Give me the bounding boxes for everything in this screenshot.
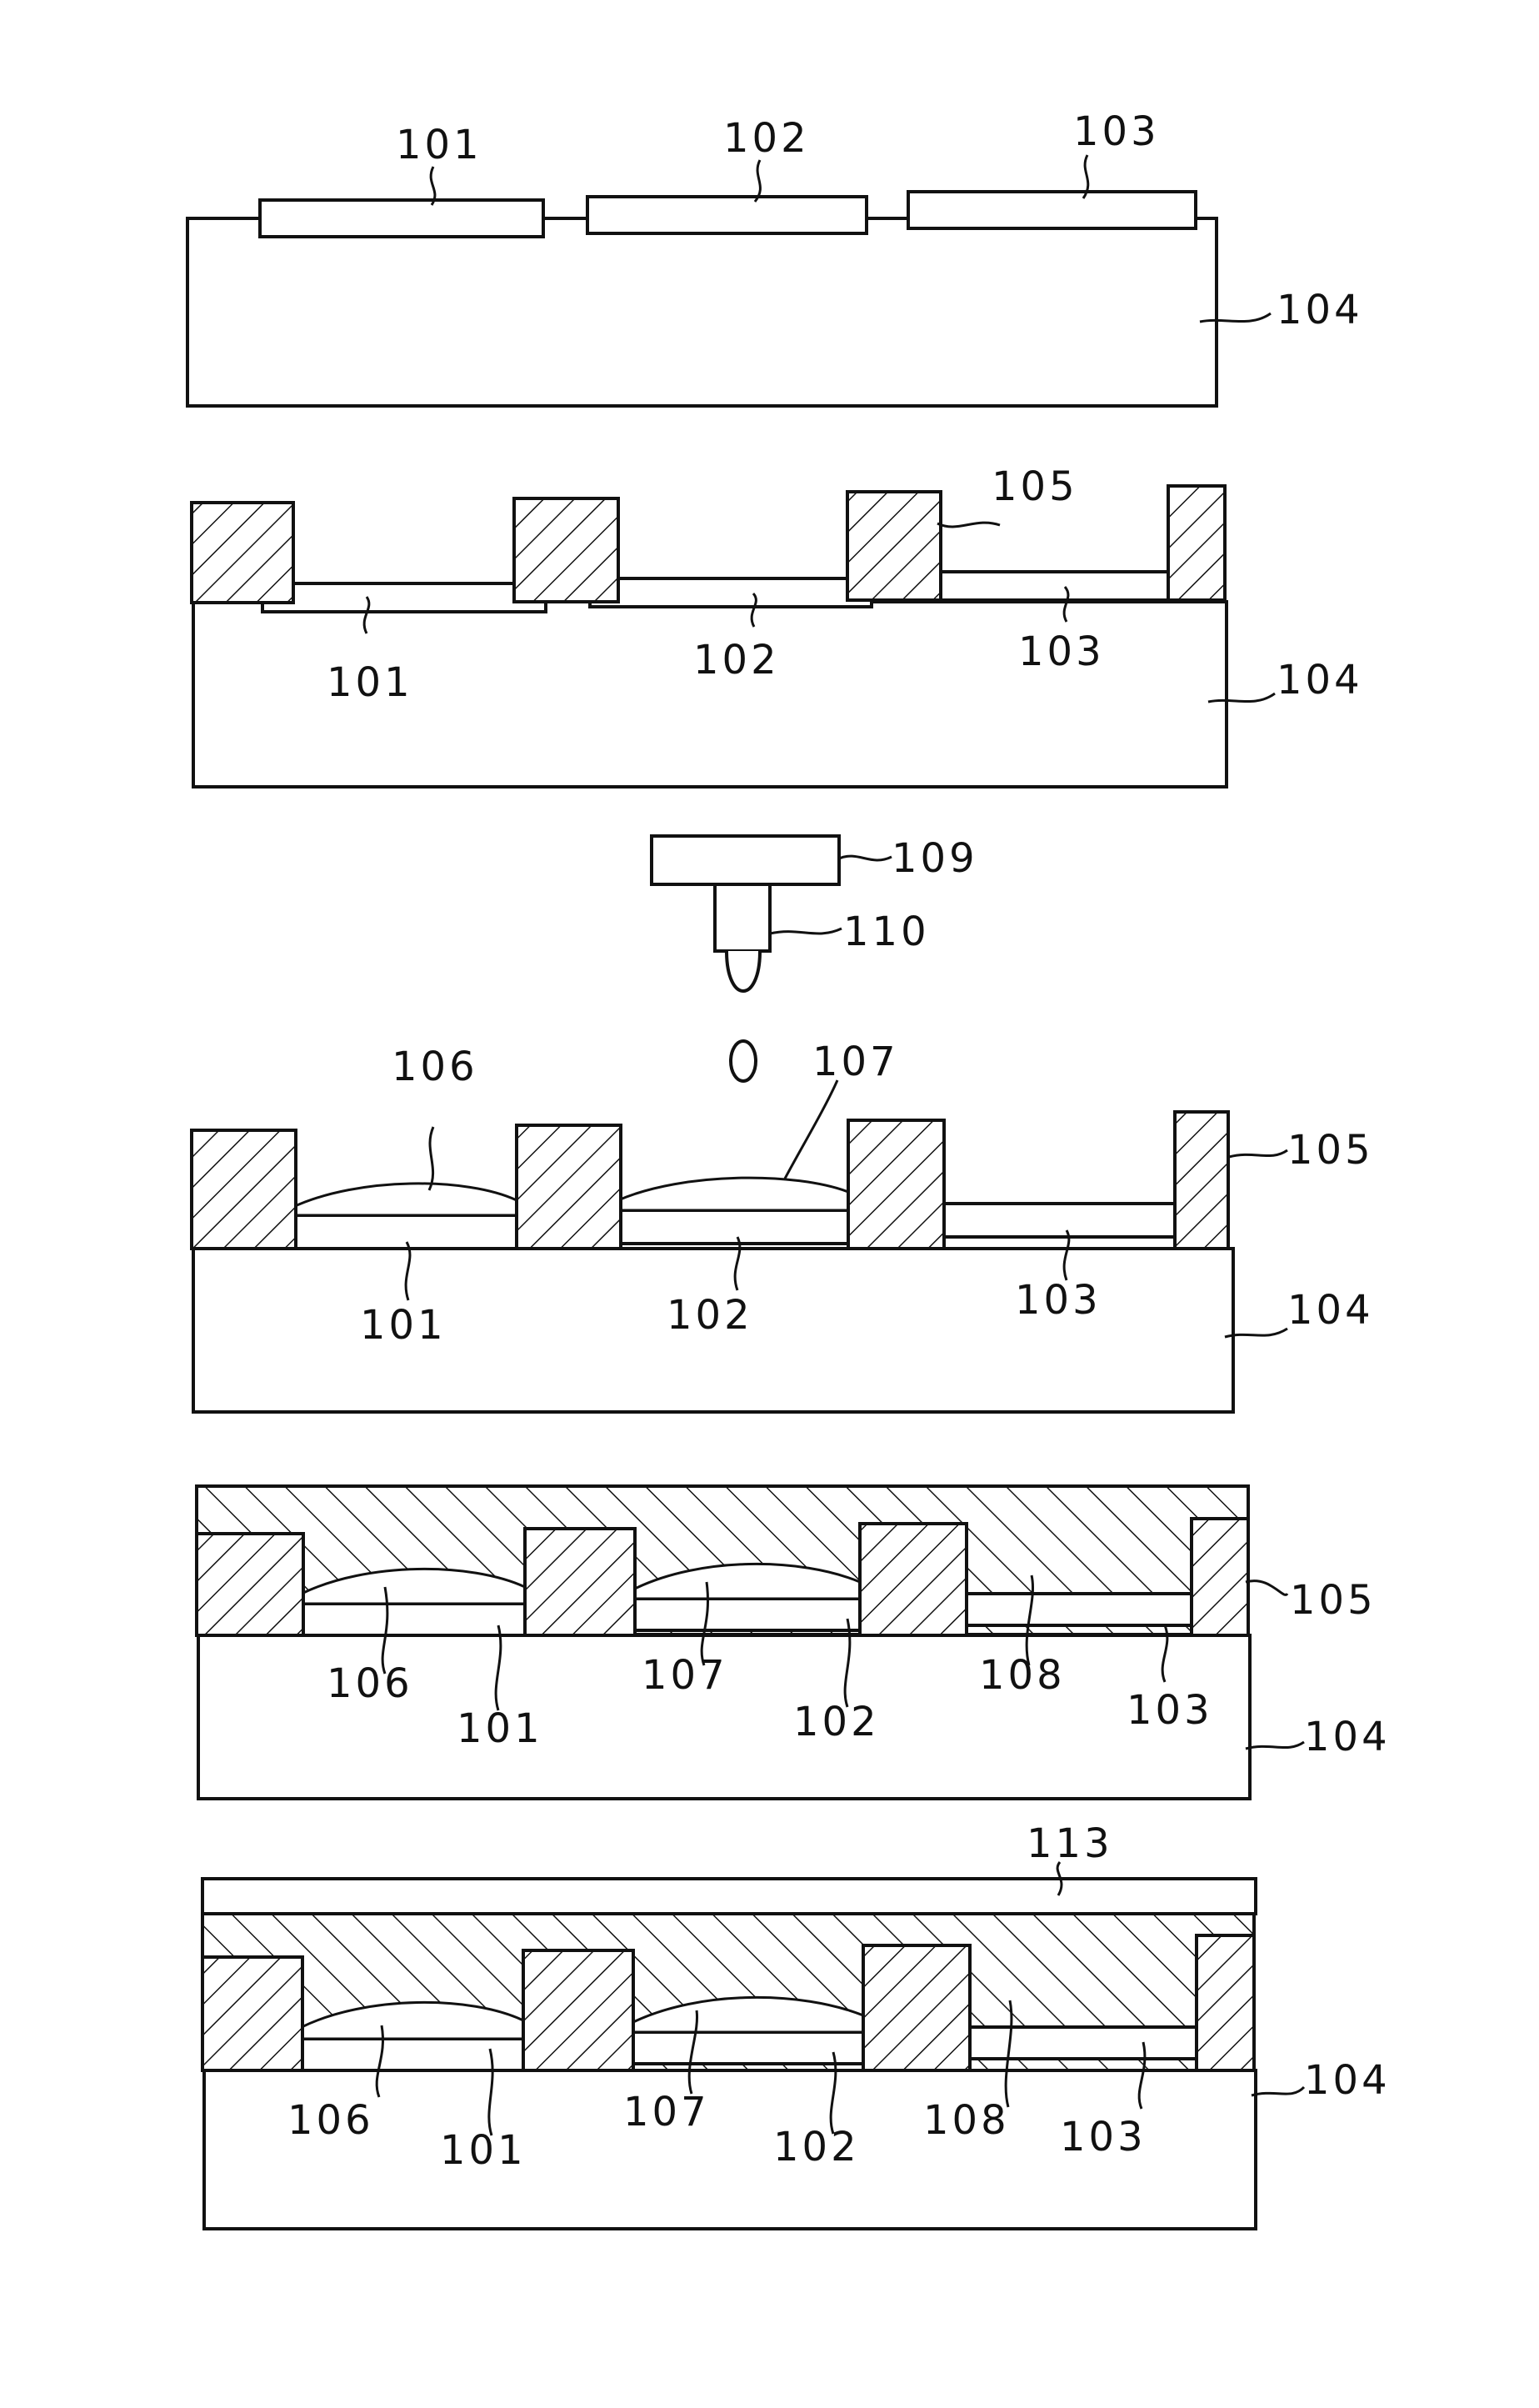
- label-109: 109: [892, 835, 978, 882]
- bank-105: [525, 1529, 635, 1635]
- bank-105: [1168, 486, 1225, 600]
- label-103: 103: [1060, 2114, 1147, 2160]
- nozzle-110: [715, 884, 770, 951]
- bank-105: [197, 1534, 303, 1635]
- label-106: 106: [392, 1044, 478, 1090]
- bank-105: [1175, 1112, 1228, 1249]
- label-105: 105: [992, 463, 1078, 510]
- bank-105: [863, 1945, 970, 2070]
- label-103: 103: [1127, 1687, 1213, 1734]
- sealing-layer-113: [202, 1879, 1256, 1914]
- electrode-101: [262, 583, 546, 612]
- electrode-102: [587, 197, 867, 233]
- label-101: 101: [360, 1302, 447, 1349]
- bank-105: [514, 498, 618, 602]
- step-1-electrodes-on-substrate: 101 102 103 104: [187, 108, 1363, 406]
- step-4-covering-layer: 106 101 107 102 108 103 105 104: [197, 1486, 1391, 1799]
- label-106: 106: [287, 2097, 374, 2144]
- bank-105: [202, 1957, 302, 2070]
- bank-105: [847, 492, 941, 600]
- electrode-101: [260, 200, 543, 237]
- label-104: 104: [1277, 287, 1363, 333]
- bank-105: [860, 1524, 967, 1635]
- label-105: 105: [1287, 1127, 1374, 1174]
- electrode-101: [275, 2039, 554, 2070]
- bank-105: [192, 1130, 296, 1249]
- droplet-forming: [727, 951, 760, 991]
- label-102: 102: [723, 115, 810, 162]
- electrode-103: [921, 1204, 1211, 1237]
- label-102: 102: [793, 1699, 880, 1745]
- bank-105: [192, 503, 293, 603]
- label-110: 110: [843, 909, 930, 955]
- ink-layer-107: [618, 1178, 848, 1210]
- bank-105: [523, 1950, 633, 2070]
- label-101: 101: [396, 122, 482, 168]
- label-107: 107: [623, 2089, 710, 2135]
- bank-105: [517, 1125, 621, 1249]
- bank-105: [1192, 1519, 1248, 1635]
- label-108: 108: [979, 1652, 1066, 1699]
- label-102: 102: [693, 637, 780, 683]
- label-101: 101: [327, 659, 413, 706]
- step-5-sealing-substrate: 113 106 101 107 102 108 103 104: [202, 1820, 1391, 2229]
- label-105: 105: [1290, 1577, 1377, 1624]
- electrode-102: [598, 2032, 894, 2064]
- bank-105: [1197, 1935, 1254, 2070]
- step-3-ink-deposition: 106 107 101 102 103 105 104: [192, 1039, 1374, 1412]
- label-103: 103: [1073, 108, 1160, 155]
- label-102: 102: [773, 2124, 860, 2170]
- label-103: 103: [1018, 628, 1105, 675]
- label-103: 103: [1015, 1277, 1102, 1324]
- label-106: 106: [327, 1660, 413, 1707]
- label-102: 102: [667, 1292, 753, 1339]
- label-107: 107: [642, 1652, 728, 1699]
- droplet: [731, 1041, 756, 1081]
- electrode-103: [917, 572, 1204, 600]
- label-104: 104: [1277, 657, 1363, 703]
- electrode-103: [937, 1594, 1225, 1625]
- label-108: 108: [923, 2097, 1010, 2144]
- label-101: 101: [440, 2127, 527, 2174]
- ink-layer-106: [293, 1184, 517, 1215]
- electrode-102: [592, 1210, 879, 1244]
- bank-105: [848, 1120, 944, 1249]
- label-113: 113: [1027, 1820, 1113, 1867]
- electrode-103: [940, 2027, 1232, 2059]
- label-104: 104: [1304, 1714, 1391, 1760]
- head-109: [652, 836, 839, 884]
- substrate-104: [187, 218, 1217, 406]
- electrode-103: [908, 192, 1196, 228]
- label-104: 104: [1287, 1287, 1374, 1334]
- label-101: 101: [457, 1705, 543, 1752]
- label-104: 104: [1304, 2057, 1391, 2104]
- electrode-102: [590, 578, 872, 607]
- step-2-bank-formation: 101 102 103 104 105: [192, 463, 1363, 787]
- electrode-101: [275, 1604, 557, 1635]
- label-107: 107: [812, 1039, 899, 1085]
